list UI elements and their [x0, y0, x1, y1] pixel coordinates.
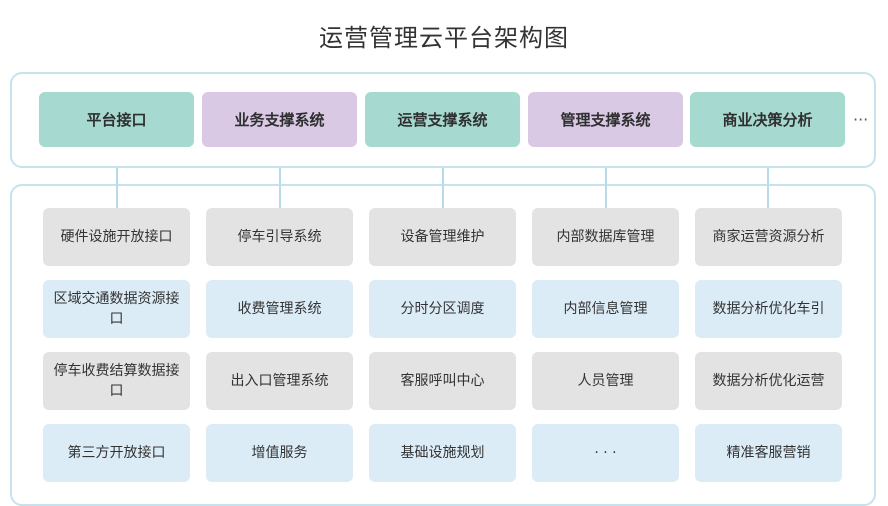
cell-parking-guidance: 停车引导系统 — [206, 208, 353, 266]
cell-entrance-exit-management: 出入口管理系统 — [206, 352, 353, 410]
cell-hardware-open-interface: 硬件设施开放接口 — [43, 208, 190, 266]
cell-data-operation-optimization: 数据分析优化运营 — [695, 352, 842, 410]
cell-regional-traffic-interface: 区域交通数据资源接口 — [43, 280, 190, 338]
cell-value-added-service: 增值服务 — [206, 424, 353, 482]
connector-line — [116, 168, 118, 208]
cell-personnel-management: 人员管理 — [532, 352, 679, 410]
cell-merchant-analysis: 商家运营资源分析 — [695, 208, 842, 266]
module-platform-interface: 平台接口 — [39, 92, 194, 147]
cell-internal-info: 内部信息管理 — [532, 280, 679, 338]
cell-precision-marketing: 精准客服营销 — [695, 424, 842, 482]
connector-line — [767, 168, 769, 208]
cell-third-party-interface: 第三方开放接口 — [43, 424, 190, 482]
cell-internal-database: 内部数据库管理 — [532, 208, 679, 266]
connector-line — [605, 168, 607, 208]
cell-parking-settlement-interface: 停车收费结算数据接口 — [43, 352, 190, 410]
cell-equipment-maintenance: 设备管理维护 — [369, 208, 516, 266]
cell-fee-management: 收费管理系统 — [206, 280, 353, 338]
connector-line — [279, 168, 281, 208]
module-operation-support: 运营支撑系统 — [365, 92, 520, 147]
cell-infrastructure-planning: 基础设施规划 — [369, 424, 516, 482]
module-management-support: 管理支撑系统 — [528, 92, 683, 147]
connector-line — [442, 168, 444, 208]
module-frame — [10, 72, 876, 168]
cell-more-ellipsis: · · · — [532, 424, 679, 482]
module-business-support: 业务支撑系统 — [202, 92, 357, 147]
cell-data-vehicle-guidance: 数据分析优化车引 — [695, 280, 842, 338]
cell-call-center: 客服呼叫中心 — [369, 352, 516, 410]
diagram-title: 运营管理云平台架构图 — [319, 24, 569, 52]
cell-time-zone-dispatch: 分时分区调度 — [369, 280, 516, 338]
more-modules-ellipsis: ··· — [853, 110, 869, 129]
module-business-decision: 商业决策分析 — [690, 92, 845, 147]
